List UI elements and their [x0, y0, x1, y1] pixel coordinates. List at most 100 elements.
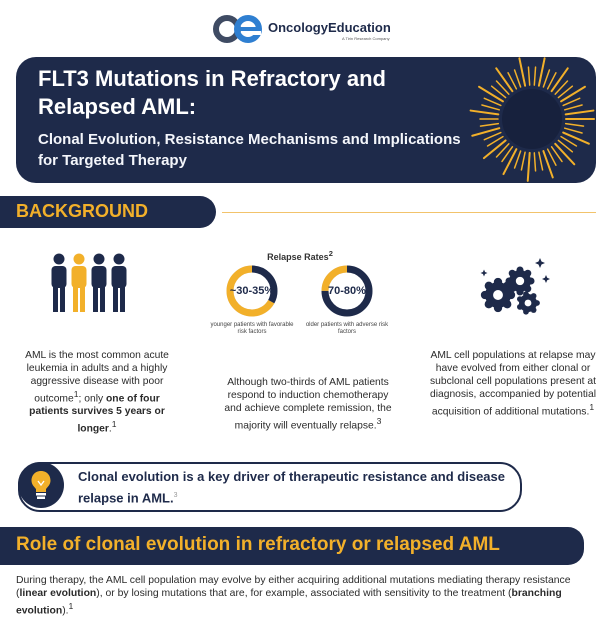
cell-populations-text: AML cell populations at relapse may have…: [420, 349, 606, 418]
hero-banner: FLT3 Mutations in Refractory and Relapse…: [16, 57, 596, 183]
branching-evolution-term: branching evolution: [16, 588, 562, 617]
aml-overview-emphasis: one of four patients survives 5 years or…: [29, 393, 165, 435]
donut-younger-patients: [226, 265, 278, 317]
key-message-box: [18, 462, 522, 512]
section-divider: [222, 212, 596, 213]
background-heading: BACKGROUND: [16, 201, 148, 221]
sunburst-ray: [563, 127, 583, 134]
reference-marker: 1: [73, 389, 79, 399]
background-section-bar: [0, 196, 216, 228]
reference-marker: 3: [173, 492, 178, 499]
sparkle-icon: [480, 269, 488, 277]
cell-populations-text-body: AML cell populations at relapse may have…: [429, 350, 596, 418]
oncology-education-logo: OncologyEducation A Tirin Research Compa…: [212, 14, 412, 44]
sunburst-ray: [490, 85, 507, 99]
relapse-rate-younger-value: ~30-35%: [229, 285, 275, 297]
donut-remainder: [321, 265, 373, 317]
sunburst-ray: [518, 57, 527, 87]
sunburst-ray: [554, 142, 576, 166]
sunburst-ray: [513, 69, 522, 88]
role-text-part: ).: [62, 605, 69, 617]
relapse-rates-label: Relapse Rates2: [258, 249, 342, 262]
aml-overview-intro: AML is the most common acute leukemia in…: [25, 350, 169, 405]
aml-overview-end: .: [108, 423, 112, 435]
donut-remainder: [226, 265, 278, 317]
hero-title: FLT3 Mutations in Refractory and Relapse…: [38, 66, 386, 119]
sunburst-ray: [469, 109, 500, 116]
sunburst-ray: [562, 131, 590, 145]
sunburst-ray: [501, 146, 514, 163]
sunburst-ray: [520, 151, 526, 171]
sparkle-icon: [535, 258, 545, 268]
key-message-body: Clonal evolution is a key driver of ther…: [78, 469, 505, 506]
sunburst-ray: [482, 139, 507, 160]
key-message-text: Clonal evolution is a key driver of ther…: [78, 467, 518, 507]
sunburst-core: [502, 89, 562, 149]
logo-tagline: A Tirin Research Company: [342, 36, 390, 41]
relapse-rate-older-value: 70-80%: [328, 285, 366, 297]
sunburst-ray: [478, 85, 504, 103]
sunburst-ray: [564, 109, 595, 116]
sunburst-ray: [550, 67, 569, 93]
reference-marker: 1: [589, 402, 595, 412]
role-text-part: During therapy, the AML cell population …: [16, 575, 571, 599]
sunburst-ray: [554, 80, 569, 95]
sunburst-ray: [471, 127, 501, 137]
sunburst-ray: [546, 72, 557, 90]
role-section-bar: [0, 527, 584, 565]
logo-word-education: Education: [327, 20, 391, 35]
role-heading: Role of clonal evolution in refractory o…: [16, 534, 500, 555]
reference-marker: 2: [328, 249, 333, 258]
sunburst-ray: [542, 69, 551, 88]
sunburst-ray: [481, 104, 501, 111]
sunburst-ray: [483, 97, 502, 107]
aml-overview-separator: ; only: [78, 393, 106, 405]
sunburst-ray: [483, 131, 502, 141]
sunburst-ray: [550, 146, 563, 163]
patients-group-icon: [51, 253, 127, 312]
sunburst-ray: [533, 152, 537, 172]
gear-icon: [505, 266, 535, 296]
sunburst-icon: [469, 57, 595, 182]
sunburst-ray: [546, 148, 557, 166]
logo-wordmark: OncologyEducation: [268, 20, 391, 35]
sunburst-ray: [495, 143, 510, 158]
sunburst-ray: [502, 148, 518, 176]
gear-icon: [517, 291, 540, 315]
remission-text-body: Although two-thirds of AML patients resp…: [224, 377, 392, 432]
sunburst-ray: [557, 139, 574, 153]
sunburst-ray: [479, 122, 500, 127]
relapse-rates-label-text: Relapse Rates: [267, 252, 329, 262]
role-paragraph: During therapy, the AML cell population …: [16, 574, 602, 617]
sunburst-ray: [513, 150, 522, 169]
sunburst-ray: [563, 104, 583, 111]
cell-populations-icon: [480, 258, 550, 315]
relapse-rate-older-caption: older patients with adverse risk factors: [305, 322, 389, 335]
reference-marker: 1: [111, 419, 117, 430]
logo-word-oncology: Oncology: [268, 20, 328, 35]
sunburst-ray: [542, 150, 554, 179]
role-text-part: ), or by losing mutations that are, for …: [96, 588, 512, 599]
sunburst-ray: [557, 85, 574, 99]
donut-older-patients: [321, 265, 373, 317]
sunburst-ray: [527, 66, 531, 86]
reference-marker: 1: [68, 601, 74, 611]
sunburst-ray: [537, 57, 546, 87]
gear-icon: [480, 277, 516, 313]
sparkle-icon: [542, 275, 550, 283]
sunburst-ray: [560, 85, 586, 103]
lightbulb-icon: [31, 471, 51, 499]
sunburst-ray: [526, 151, 531, 182]
aml-overview-text: AML is the most common acute leukemia in…: [18, 349, 176, 436]
reference-marker: 3: [376, 416, 382, 426]
sunburst-ray: [486, 135, 504, 147]
sunburst-ray: [562, 97, 581, 107]
sunburst-ray: [564, 122, 585, 127]
oe-logo-icon: [213, 15, 262, 43]
sunburst-ray: [507, 72, 518, 90]
sunburst-ray: [495, 80, 510, 95]
sunburst-ray: [495, 67, 514, 93]
hero-subtitle: Clonal Evolution, Resistance Mechanisms …: [38, 131, 461, 169]
relapse-rate-younger-caption: younger patients with favorable risk fac…: [210, 322, 294, 335]
linear-evolution-term: linear evolution: [19, 588, 97, 599]
